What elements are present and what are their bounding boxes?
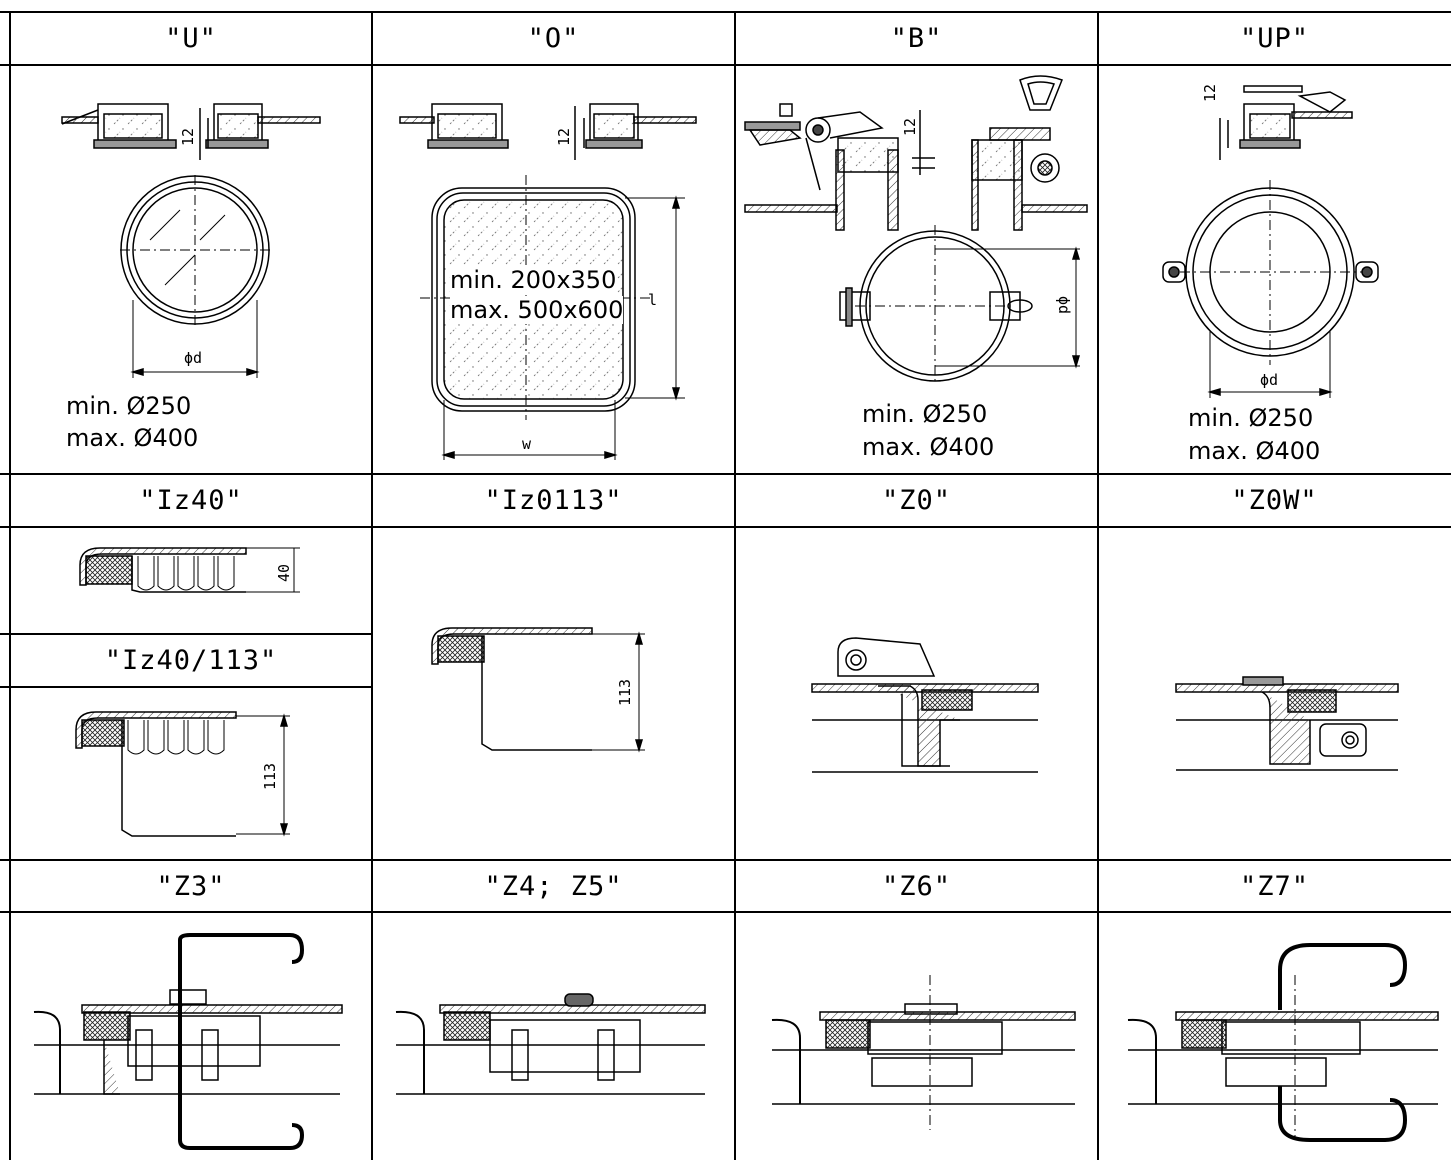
iz40-height-dim: 40 [275,563,293,582]
o-width-dim: w [522,435,532,453]
drawing-z4-z5 [395,993,706,1095]
drawing-z6 [771,975,1076,1130]
header-iz40: "Iz40" [139,485,243,516]
b-thickness-dim: 12 [901,117,919,136]
table-grid [0,11,1451,1160]
o-thickness-dim: 12 [555,127,573,146]
b-diameter-dim: ϕd [1055,296,1073,315]
drawing-u [61,103,321,378]
drawing-iz40-113 [75,711,290,837]
b-max-size: max. Ø400 [862,433,995,461]
drawing-up [1162,85,1379,398]
header-b: "B" [890,23,943,54]
o-max-size: max. 500x600 [450,296,624,324]
header-z4-z5: "Z4; Z5" [484,871,623,902]
up-diameter-dim: ϕd [1260,371,1279,389]
iz0113-height-dim: 113 [616,678,634,706]
drawing-z3 [33,933,343,1150]
header-z3: "Z3" [156,871,226,902]
o-min-size: min. 200x350 [450,266,617,294]
header-z0w: "Z0W" [1231,485,1318,516]
iz40-113-height-dim: 113 [261,762,279,790]
drawing-iz0113 [431,627,645,753]
header-z6: "Z6" [881,871,952,902]
up-max-size: max. Ø400 [1188,437,1321,465]
drawing-b [744,75,1088,385]
o-length-dim: l [648,291,658,309]
header-o: "O" [527,23,580,54]
b-min-size: min. Ø250 [862,400,988,428]
u-min-size: min. Ø250 [66,392,192,420]
up-min-size: min. Ø250 [1188,404,1314,432]
u-thickness-dim: 12 [179,127,197,146]
header-up: "UP" [1239,23,1310,54]
header-z7: "Z7" [1239,871,1310,902]
u-max-size: max. Ø400 [66,424,199,452]
header-iz0113: "Iz0113" [484,485,623,516]
drawing-z7 [1127,943,1439,1142]
drawing-iz40 [79,547,300,593]
u-diameter-dim: ϕd [184,349,203,367]
header-z0: "Z0" [881,485,952,516]
header-u: "U" [165,23,217,54]
header-iz40-113: "Iz40/113" [104,645,278,676]
drawing-z0w [1175,676,1399,771]
up-thickness-dim: 12 [1201,83,1219,102]
drawing-z0 [811,637,1039,773]
